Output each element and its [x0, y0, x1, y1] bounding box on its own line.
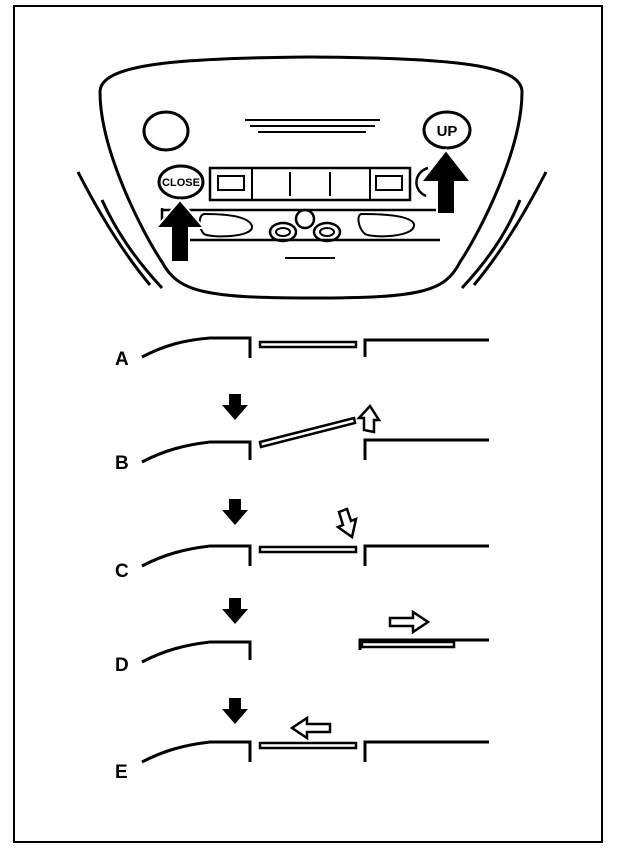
rear-roof-line	[363, 338, 489, 357]
push-close-arrow-icon	[153, 198, 207, 263]
rear-roof-line	[358, 638, 489, 650]
overhead-console	[76, 55, 548, 300]
sunroof-glass-panel	[258, 545, 358, 554]
slide-close-arrow-icon	[289, 715, 332, 741]
step-e-diagram	[141, 740, 489, 764]
right-map-knob	[312, 221, 342, 243]
down-arrow-icon	[222, 698, 248, 724]
left-map-knob	[268, 221, 298, 243]
left-pillar-line	[76, 171, 152, 286]
sunroof-glass-panel	[258, 416, 357, 449]
step-label-b: B	[115, 453, 129, 474]
tilt-up-arrow-icon	[356, 403, 382, 434]
right-round-lamp	[415, 166, 429, 198]
step-label-a: A	[115, 349, 129, 370]
left-dome-light	[142, 110, 190, 152]
push-up-arrow-icon	[418, 148, 474, 215]
down-arrow-icon	[222, 499, 248, 525]
up-button[interactable]: UP	[422, 110, 472, 150]
front-roof-line	[141, 440, 252, 464]
step-label-c: C	[115, 561, 129, 582]
front-roof-line	[141, 544, 252, 568]
console-body	[98, 55, 524, 300]
center-knob	[294, 208, 316, 230]
up-button-label: UP	[437, 123, 458, 140]
switch-panel	[208, 166, 412, 202]
step-label-d: D	[115, 655, 129, 676]
right-pillar-inner-line	[460, 199, 522, 290]
front-roof-line	[141, 336, 252, 359]
left-switch	[217, 175, 245, 191]
lower-down-arrow-icon	[335, 507, 358, 540]
press-arrows	[222, 394, 248, 724]
front-roof-line	[141, 740, 252, 764]
left-pillar-inner-line	[100, 199, 164, 290]
diagram-frame	[13, 5, 603, 843]
right-pillar-line	[472, 171, 548, 286]
close-button[interactable]: CLOSE	[157, 164, 205, 200]
left-map-knob-inner	[275, 227, 291, 237]
step-b-diagram	[141, 416, 489, 464]
front-roof-line	[141, 640, 252, 664]
sunroof-glass-panel	[360, 640, 456, 649]
left-map-lens	[198, 212, 253, 238]
rear-roof-line	[363, 740, 489, 762]
slide-open-arrow-icon	[388, 609, 431, 635]
right-switch	[375, 175, 403, 191]
step-a-diagram	[141, 336, 489, 359]
down-arrow-icon	[222, 394, 248, 420]
right-map-knob-inner	[319, 227, 335, 237]
step-c-diagram	[141, 544, 489, 568]
down-arrow-icon	[222, 598, 248, 624]
rear-roof-line	[363, 438, 489, 460]
right-map-lens	[357, 212, 415, 238]
step-d-diagram	[141, 638, 489, 664]
rear-roof-line	[363, 544, 489, 566]
step-label-e: E	[115, 762, 128, 783]
sunroof-glass-panel	[258, 741, 358, 750]
close-button-label: CLOSE	[162, 177, 200, 189]
sunroof-glass-panel	[258, 340, 358, 349]
